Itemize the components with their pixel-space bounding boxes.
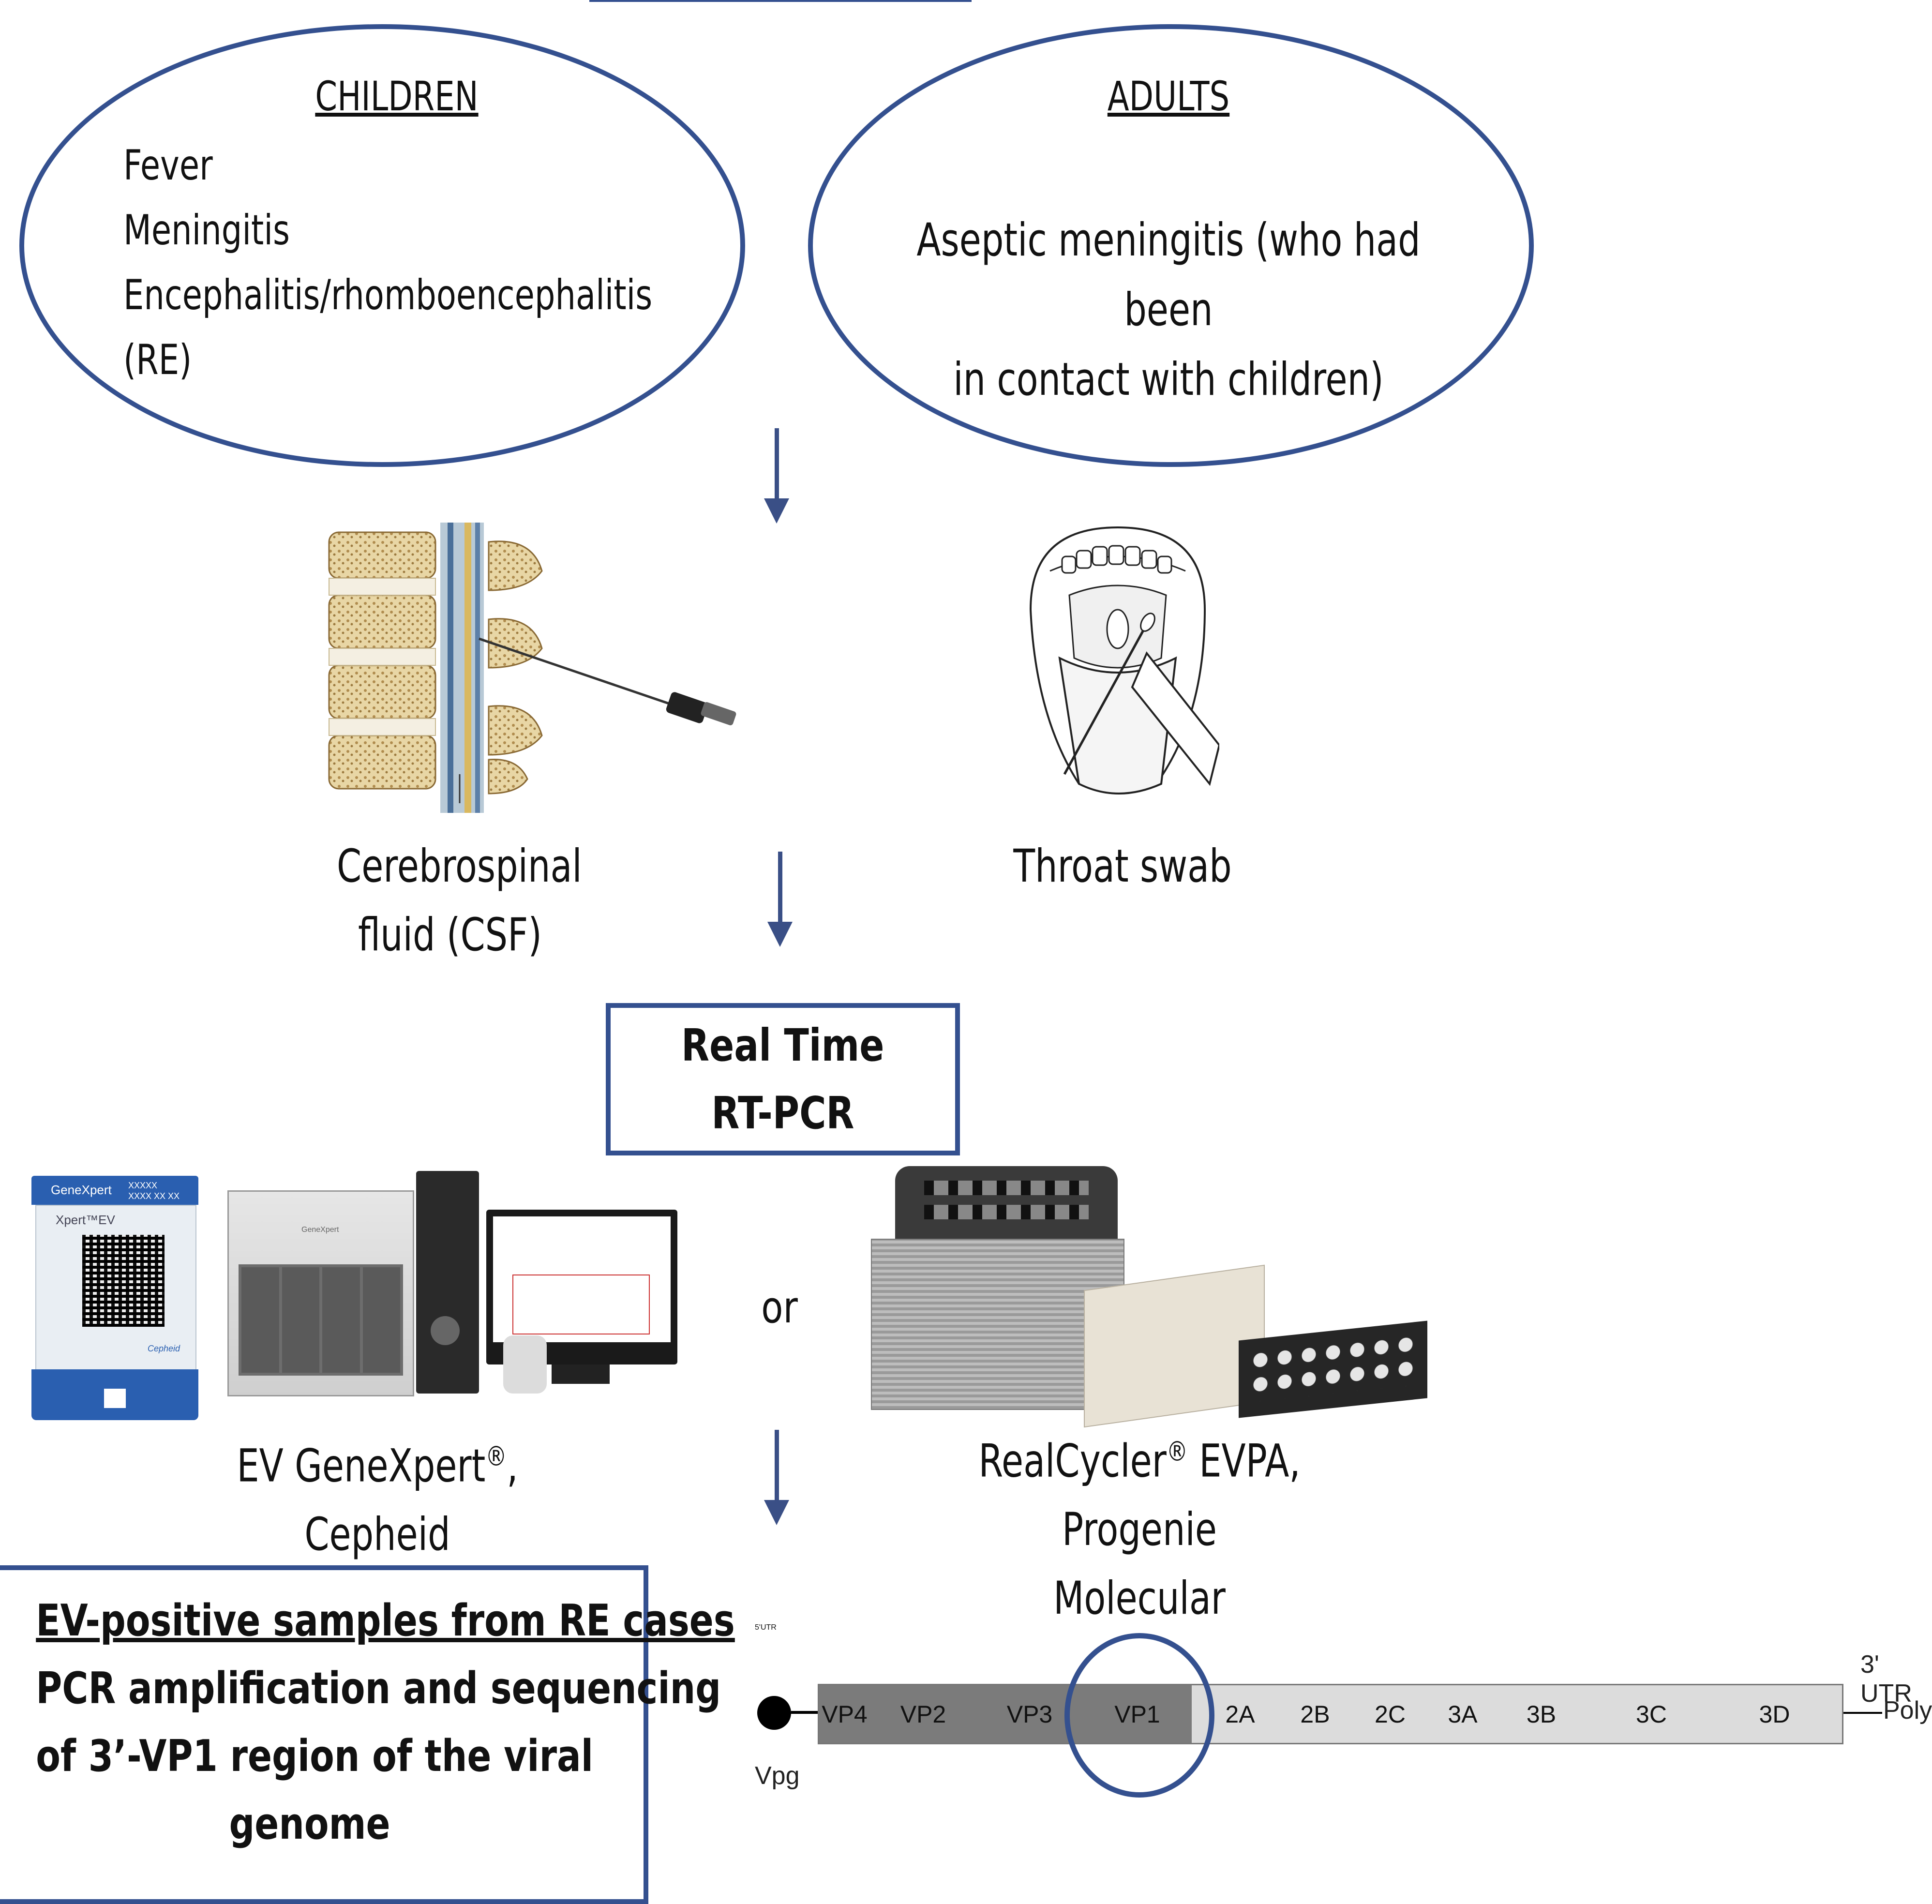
cartridge-maker-label: Cepheid bbox=[148, 1344, 180, 1353]
arrow-3-shaft bbox=[775, 1430, 779, 1502]
adults-title: ADULTS bbox=[1107, 73, 1230, 120]
genexpert-instrument: GeneXpert bbox=[227, 1190, 414, 1396]
genome-bar: VP4 VP2 VP3 VP1 2A 2B 2C 3A 3B 3C 3D bbox=[818, 1684, 1843, 1744]
arrow-2-shaft bbox=[778, 852, 782, 924]
children-symptom-fever: Fever bbox=[123, 141, 213, 190]
segment-3a: 3A bbox=[1438, 1685, 1488, 1743]
children-symptom-meningitis: Meningitis bbox=[123, 206, 290, 255]
sequencing-box: EV-positive samples from RE cases PCR am… bbox=[0, 1565, 735, 1904]
adults-ellipse bbox=[808, 24, 1534, 467]
realcycler-instrument bbox=[871, 1166, 1124, 1410]
throat-swab-illustration bbox=[1030, 526, 1219, 795]
rt-pcr-box: Real Time RT-PCR bbox=[606, 1003, 960, 1155]
or-text: or bbox=[761, 1282, 798, 1333]
polya-connector bbox=[1843, 1712, 1882, 1714]
realcycler-company: EVPA, Progenie bbox=[1062, 1435, 1301, 1557]
cartridge-base bbox=[31, 1369, 198, 1420]
adults-line-2: in contact with children) bbox=[953, 353, 1384, 406]
realcycler-caption: RealCycler® EVPA, Progenie Molecular bbox=[847, 1418, 1432, 1633]
cartridge-code-2: XXXX XX XX bbox=[128, 1191, 180, 1201]
throat-swab-caption: Throat swab bbox=[1013, 840, 1232, 893]
children-symptom-encephalitis: Encephalitis/rhomboencephalitis bbox=[123, 271, 653, 319]
rt-pcr-line-1: Real Time bbox=[681, 1019, 884, 1071]
segment-3b: 3B bbox=[1487, 1685, 1597, 1743]
adults-description: Aseptic meningitis (who had been in cont… bbox=[823, 206, 1514, 415]
genome-5utr-label: 5'UTR bbox=[755, 1623, 777, 1632]
csf-caption-line-2: fluid (CSF) bbox=[358, 909, 542, 961]
sequencing-line-3: of 3’-VP1 region of the viral bbox=[36, 1731, 594, 1782]
children-title: CHILDREN bbox=[315, 73, 479, 120]
realcycler-registered-mark: ® bbox=[1166, 1436, 1188, 1468]
lumbar-puncture-illustration bbox=[328, 523, 736, 813]
segment-3c: 3C bbox=[1596, 1685, 1708, 1743]
csf-caption-line-1: Cerebrospinal bbox=[337, 840, 582, 893]
segment-vp2: VP2 bbox=[870, 1685, 977, 1743]
cartridge-body: Xpert™EV Cepheid bbox=[35, 1205, 196, 1371]
children-symptom-list: Fever Meningitis Encephalitis/rhomboence… bbox=[123, 133, 802, 392]
genexpert-name: EV GeneXpert bbox=[237, 1439, 486, 1493]
tube-rack bbox=[1239, 1320, 1427, 1418]
sequencing-line-4: genome bbox=[229, 1799, 390, 1849]
realcycler-caption-line-2: Molecular bbox=[1053, 1572, 1226, 1625]
sequencing-line-2: PCR amplification and sequencing bbox=[36, 1663, 721, 1714]
cartridge-barcode bbox=[82, 1235, 165, 1327]
segment-2b: 2B bbox=[1288, 1685, 1343, 1743]
genome-vpg-label: Vpg bbox=[755, 1762, 800, 1790]
genome-polya-label: Poly A bbox=[1883, 1696, 1932, 1724]
cartridge-code-1: XXXXX bbox=[128, 1181, 158, 1190]
genexpert-cartridge: GeneXpert XXXXX XXXX XX XX Xpert™EV Ceph… bbox=[31, 1176, 198, 1420]
genome-3utr-label: 3' UTR bbox=[1860, 1650, 1912, 1708]
rt-pcr-line-2: RT-PCR bbox=[711, 1087, 854, 1139]
children-symptom-re: (RE) bbox=[123, 336, 192, 384]
vpg-connector bbox=[791, 1711, 818, 1714]
computer-monitor bbox=[486, 1210, 677, 1364]
genexpert-company: , Cepheid bbox=[304, 1439, 518, 1561]
segment-3d: 3D bbox=[1707, 1685, 1842, 1743]
adults-line-1: Aseptic meningitis (who had been bbox=[916, 214, 1421, 336]
genexpert-caption: EV GeneXpert®, Cepheid bbox=[189, 1423, 566, 1569]
cartridge-brand-label: GeneXpert bbox=[51, 1183, 112, 1197]
realcycler-name: RealCycler bbox=[978, 1435, 1167, 1488]
arrow-1-head bbox=[764, 498, 789, 524]
segment-vp4: VP4 bbox=[819, 1685, 871, 1743]
top-header-box bbox=[589, 0, 972, 2]
arrow-3-head bbox=[764, 1500, 789, 1525]
kit-box bbox=[1084, 1264, 1265, 1428]
children-ellipse bbox=[19, 24, 745, 467]
pc-tower bbox=[416, 1171, 479, 1394]
cartridge-product-label: Xpert™EV bbox=[56, 1213, 115, 1227]
csf-caption: Cerebrospinal fluid (CSF) bbox=[305, 832, 595, 970]
sequencing-line-1: EV-positive samples from RE cases bbox=[36, 1595, 735, 1646]
realcycler-lid bbox=[895, 1166, 1118, 1239]
cartridge-cap: GeneXpert XXXXX XXXX XX XX bbox=[31, 1176, 198, 1205]
arrow-1-shaft bbox=[775, 428, 779, 501]
arrow-2-head bbox=[767, 922, 793, 947]
monitor-stand bbox=[552, 1364, 610, 1384]
barcode-scanner bbox=[503, 1335, 547, 1394]
vpg-dot bbox=[757, 1696, 791, 1730]
vp1-highlight-circle bbox=[1064, 1633, 1214, 1798]
genexpert-registered-mark: ® bbox=[485, 1441, 507, 1472]
segment-2c: 2C bbox=[1342, 1685, 1439, 1743]
instrument-brand-label: GeneXpert bbox=[301, 1226, 339, 1234]
instrument-modules bbox=[239, 1264, 403, 1376]
